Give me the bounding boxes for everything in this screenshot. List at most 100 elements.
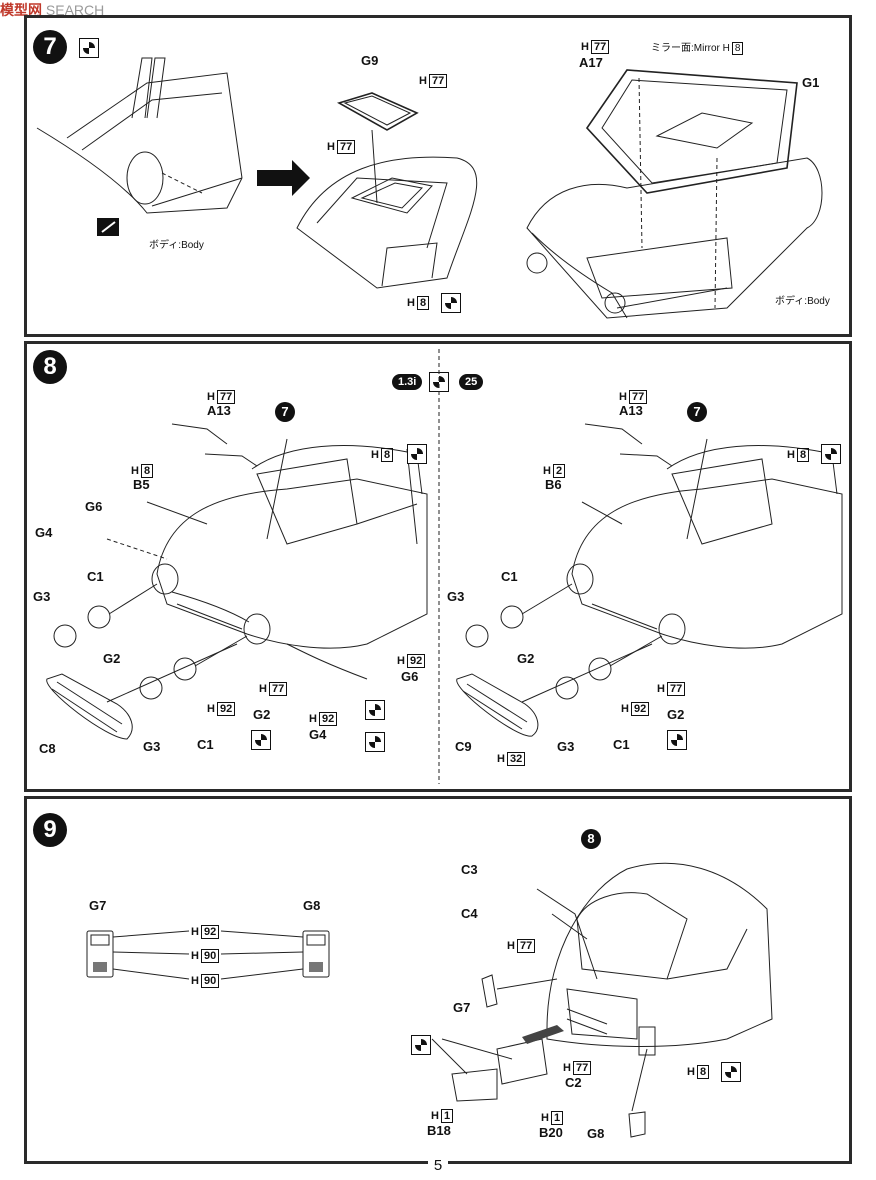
ref-step-7: 7	[687, 402, 707, 422]
label-g2: G2	[517, 651, 535, 666]
paint-checker-icon	[721, 1062, 741, 1082]
code: 92	[216, 702, 236, 716]
label-body-left: ボディ:Body	[149, 240, 204, 251]
label-c2: C2	[565, 1075, 582, 1090]
label-g2b: G2	[667, 707, 685, 722]
code: 92	[630, 702, 650, 716]
label-c1b: C1	[197, 737, 214, 752]
label-b18: B18	[427, 1123, 451, 1138]
paint-checker-icon	[251, 730, 271, 750]
code: 32	[506, 752, 526, 766]
label-b6: B6	[545, 477, 562, 492]
paint-checker-icon	[407, 444, 427, 464]
label-g2: G2	[103, 651, 121, 666]
label-b20: B20	[539, 1125, 563, 1140]
label-g4: G4	[35, 525, 53, 540]
label-g7: G7	[89, 898, 107, 913]
code: 8	[140, 464, 154, 478]
label-g1: G1	[802, 75, 820, 90]
code: 8	[796, 448, 810, 462]
label-body-right: ボディ:Body	[775, 296, 830, 307]
code: 77	[268, 682, 288, 696]
label-g3b: G3	[557, 739, 575, 754]
code: 1	[440, 1109, 454, 1123]
label-g8: G8	[303, 898, 321, 913]
code: 8	[696, 1065, 710, 1079]
label-c3: C3	[461, 862, 478, 877]
code: 77	[590, 40, 610, 54]
paint-checker-icon	[441, 293, 461, 313]
ref-step-8: 8	[581, 829, 601, 849]
step-8-panel: 8 1.3i 25	[24, 341, 852, 792]
label-c1: C1	[87, 569, 104, 584]
step-number: 7	[33, 30, 67, 64]
code: 2	[552, 464, 566, 478]
label-c8: C8	[39, 741, 56, 756]
step-8-drawing	[46, 349, 843, 784]
paint-checker-icon	[365, 732, 385, 752]
label-a13: A13	[619, 403, 643, 418]
code: 77	[428, 74, 448, 88]
code: 90	[200, 974, 220, 988]
watermark-logo: 模型网 SEARCH	[0, 0, 104, 20]
label-c9: C9	[455, 739, 472, 754]
label-g3b: G3	[143, 739, 161, 754]
label-g7b: G7	[453, 1000, 471, 1015]
watermark-suffix: SEARCH	[45, 2, 105, 18]
label-c1b: C1	[613, 737, 630, 752]
label-g6b: G6	[401, 669, 419, 684]
paint-checker-icon	[821, 444, 841, 464]
code: 77	[336, 140, 356, 154]
label-g3: G3	[33, 589, 51, 604]
paint-checker-icon	[79, 38, 99, 58]
paint-checker-icon	[411, 1035, 431, 1055]
label-a17: A17	[579, 55, 603, 70]
code: 8	[380, 448, 394, 462]
code: 92	[406, 654, 426, 668]
code: 77	[628, 390, 648, 404]
version-badge-left: 1.3i	[392, 374, 423, 390]
step-number: 9	[33, 813, 67, 847]
label-g3: G3	[447, 589, 465, 604]
label-a13: A13	[207, 403, 231, 418]
label-g8b: G8	[587, 1126, 605, 1141]
ref-step-7: 7	[275, 402, 295, 422]
code: 77	[216, 390, 236, 404]
watermark-brand: 模型网	[0, 2, 42, 18]
label-g2b: G2	[253, 707, 271, 722]
mirror-text: ミラー面:Mirror H	[651, 43, 730, 54]
step-9-drawing	[86, 862, 773, 1138]
label-c4: C4	[461, 906, 478, 921]
label-g9: G9	[361, 53, 379, 68]
code: 8	[416, 296, 430, 310]
label-b5: B5	[133, 477, 150, 492]
code: 1	[550, 1111, 564, 1125]
paint-checker-icon	[365, 700, 385, 720]
label-g4b: G4	[309, 727, 327, 742]
code: 77	[666, 682, 686, 696]
